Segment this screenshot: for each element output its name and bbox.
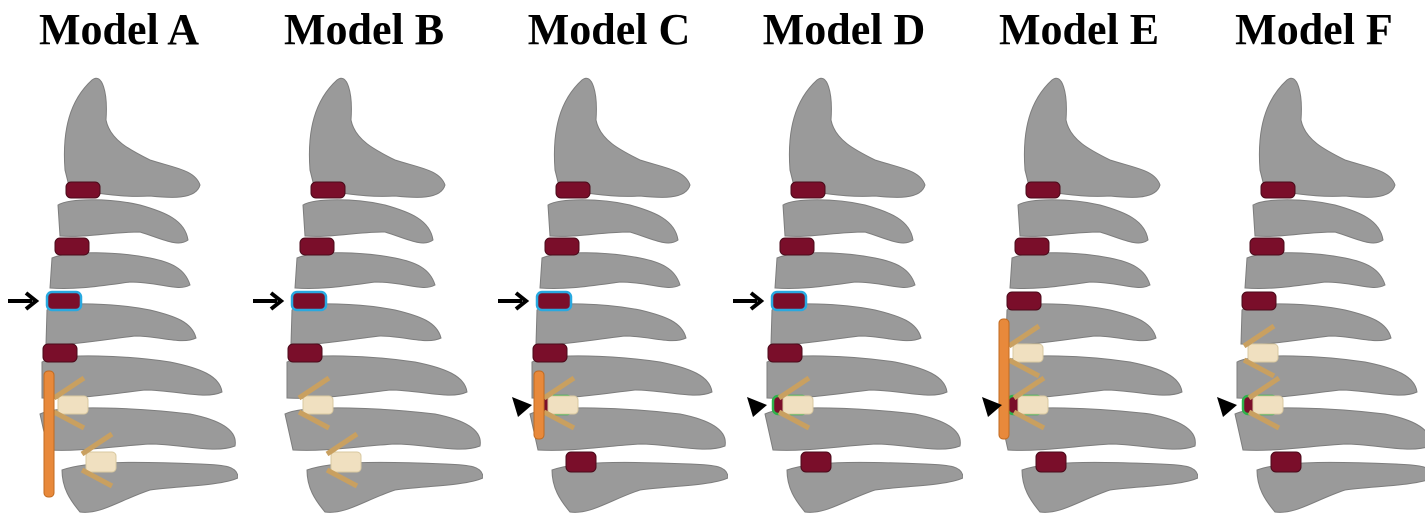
- interbody-cage: [303, 396, 333, 414]
- model-panel: Model A: [0, 0, 238, 525]
- interbody-cage: [1013, 344, 1043, 362]
- vertebra: [50, 253, 190, 289]
- intervertebral-disc: [537, 292, 571, 310]
- intervertebral-disc: [1250, 238, 1284, 255]
- interbody-cage: [58, 396, 88, 414]
- vertebra: [64, 78, 200, 197]
- intervertebral-disc: [292, 292, 326, 310]
- interbody-cage: [331, 452, 361, 472]
- intervertebral-disc: [1261, 182, 1295, 198]
- vertebra: [1245, 253, 1385, 289]
- spine-illustration: [1195, 0, 1425, 525]
- intervertebral-disc: [545, 238, 579, 255]
- interbody-cage: [1253, 396, 1283, 414]
- spine-illustration: [245, 0, 483, 525]
- anterior-plate: [999, 319, 1009, 439]
- triangle-marker-icon: [1217, 397, 1237, 417]
- vertebra: [554, 78, 690, 197]
- intervertebral-disc: [780, 238, 814, 255]
- spine-illustration: [0, 0, 238, 525]
- intervertebral-disc: [1026, 182, 1060, 198]
- vertebra: [1010, 253, 1150, 289]
- intervertebral-disc: [566, 452, 596, 472]
- interbody-cage: [548, 396, 578, 414]
- intervertebral-disc: [533, 344, 567, 362]
- anterior-plate: [44, 371, 54, 497]
- spine-illustration: [490, 0, 728, 525]
- intervertebral-disc: [801, 452, 831, 472]
- interbody-cage: [1248, 344, 1278, 362]
- intervertebral-disc: [288, 344, 322, 362]
- vertebra: [1253, 200, 1383, 243]
- spine-illustration: [960, 0, 1198, 525]
- interbody-cage: [1018, 396, 1048, 414]
- intervertebral-disc: [1015, 238, 1049, 255]
- vertebra: [1018, 200, 1148, 243]
- intervertebral-disc: [1036, 452, 1066, 472]
- vertebra: [540, 253, 680, 289]
- anterior-plate: [534, 371, 544, 439]
- vertebra: [1024, 78, 1160, 197]
- intervertebral-disc: [556, 182, 590, 198]
- intervertebral-disc: [55, 238, 89, 255]
- interbody-cage: [783, 396, 813, 414]
- vertebra: [309, 78, 445, 197]
- intervertebral-disc: [47, 292, 81, 310]
- spine-illustration: [725, 0, 963, 525]
- vertebra: [775, 253, 915, 289]
- vertebra: [783, 200, 913, 243]
- intervertebral-disc: [1007, 292, 1041, 310]
- model-panel: Model E: [960, 0, 1198, 525]
- vertebra: [295, 253, 435, 289]
- vertebra: [548, 200, 678, 243]
- intervertebral-disc: [1242, 292, 1276, 310]
- vertebra: [1259, 78, 1395, 197]
- model-panel: Model B: [245, 0, 483, 525]
- intervertebral-disc: [1271, 452, 1301, 472]
- triangle-marker-icon: [747, 397, 767, 417]
- intervertebral-disc: [772, 292, 806, 310]
- vertebra: [303, 200, 433, 243]
- interbody-cage: [86, 452, 116, 472]
- intervertebral-disc: [311, 182, 345, 198]
- intervertebral-disc: [43, 344, 77, 362]
- model-panel: Model D: [725, 0, 963, 525]
- intervertebral-disc: [66, 182, 100, 198]
- vertebra: [789, 78, 925, 197]
- model-panel: Model F: [1195, 0, 1425, 525]
- intervertebral-disc: [768, 344, 802, 362]
- intervertebral-disc: [791, 182, 825, 198]
- triangle-marker-icon: [512, 397, 532, 417]
- vertebra: [58, 200, 188, 243]
- model-panel: Model C: [490, 0, 728, 525]
- intervertebral-disc: [300, 238, 334, 255]
